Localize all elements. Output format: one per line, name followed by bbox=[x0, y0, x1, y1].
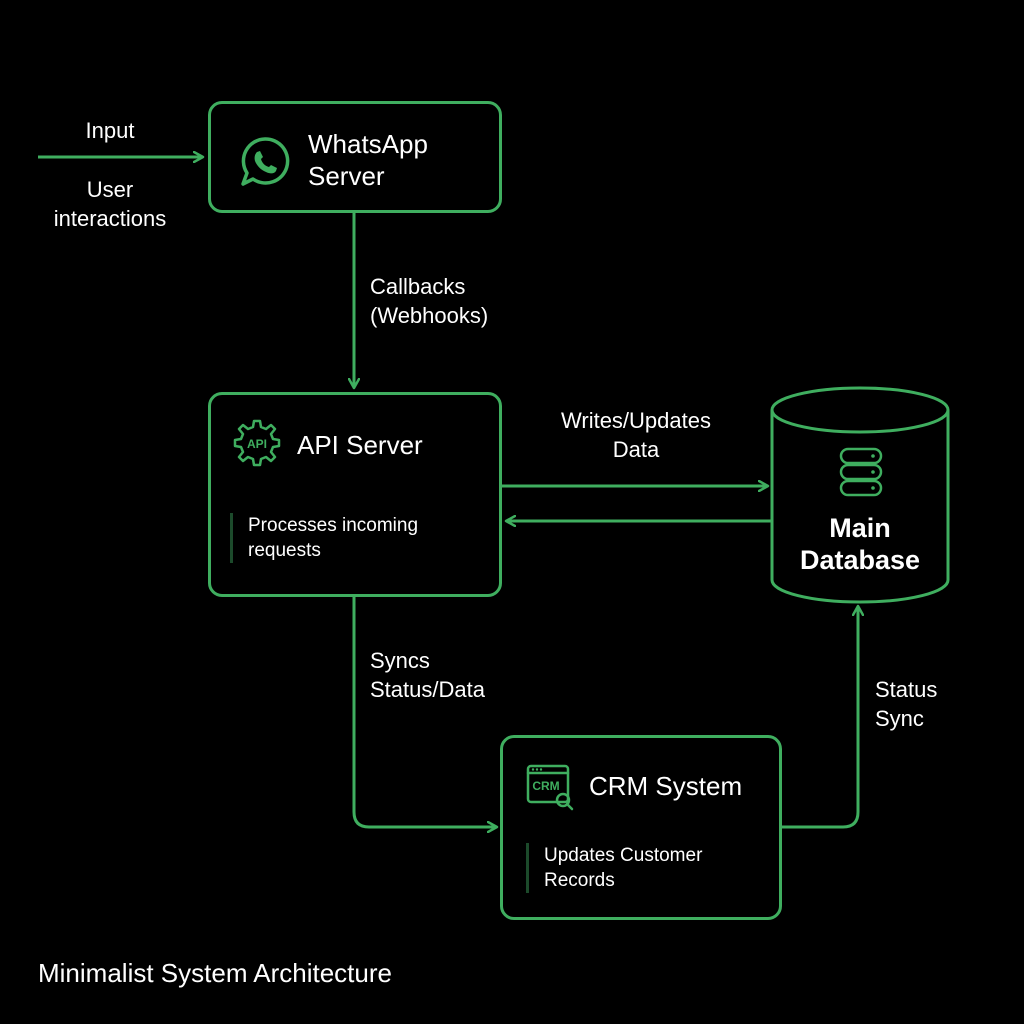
api-server-description: Processes incoming requests bbox=[230, 513, 458, 563]
edge-syncs bbox=[352, 597, 497, 827]
whatsapp-server-node[interactable]: WhatsApp Server bbox=[208, 101, 502, 213]
label-user-interactions: User interactions bbox=[53, 177, 167, 231]
crm-icon-label: CRM bbox=[532, 779, 559, 793]
crm-icon: CRM bbox=[525, 762, 575, 817]
label-syncs-status: Syncs Status/Data bbox=[370, 648, 485, 702]
main-database-title: Main Database bbox=[799, 513, 921, 575]
crm-system-description: Updates Customer Records bbox=[526, 843, 744, 893]
api-icon-label: API bbox=[247, 437, 267, 451]
crm-system-title: CRM System bbox=[589, 771, 743, 801]
database-icon bbox=[837, 445, 885, 506]
label-status-sync: Status Sync bbox=[875, 677, 938, 731]
whatsapp-icon bbox=[237, 134, 293, 195]
label-callbacks: Callbacks (Webhooks) bbox=[370, 274, 489, 328]
whatsapp-server-title: WhatsApp Server bbox=[308, 129, 428, 191]
api-server-title: API Server bbox=[297, 430, 423, 460]
crm-system-node[interactable]: CRM CRM System Updates Customer Records bbox=[500, 735, 782, 920]
database-cylinder[interactable] bbox=[770, 386, 950, 604]
api-server-node[interactable]: API API Server Processes incoming reques… bbox=[208, 392, 502, 597]
label-writes-updates: Writes/Updates Data bbox=[561, 408, 711, 462]
edge-status-sync bbox=[782, 606, 858, 829]
diagram-title: Minimalist System Architecture bbox=[38, 958, 392, 988]
api-gear-icon: API bbox=[231, 417, 283, 474]
label-input: Input bbox=[85, 118, 135, 143]
